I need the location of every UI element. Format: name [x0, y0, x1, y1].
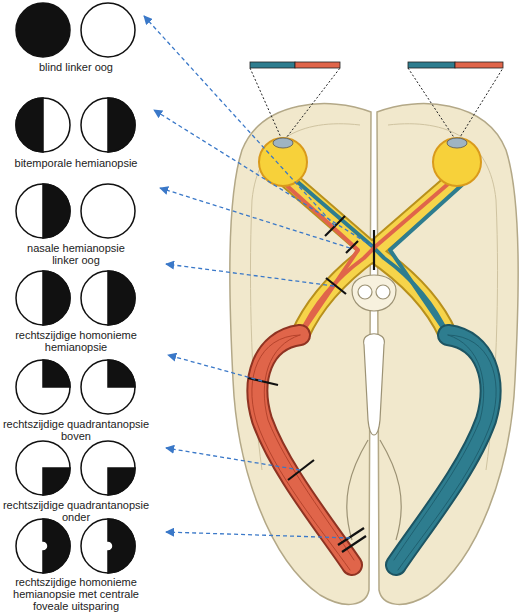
visual-field-circles-path: [108, 468, 135, 495]
leader-arrows-line: [160, 188, 350, 248]
defect-label: bitemporale hemianopsie: [1, 157, 151, 169]
lesion-marks-line: [248, 378, 278, 385]
visual-field-circles-circle: [81, 3, 135, 57]
optic-radiation-left-path: [264, 335, 354, 560]
visual-field-bars-path: [250, 68, 503, 142]
visual-field-bars-rect: [455, 62, 503, 68]
visual-field-circles-path: [43, 360, 70, 387]
visual-field-circles-circle: [16, 519, 70, 573]
midbrain-path: [380, 440, 401, 540]
optic-radiation-right: [394, 335, 496, 570]
lesion-marks-line: [342, 536, 366, 552]
optic-radiation-right-path: [396, 335, 490, 565]
visual-field-circles-path: [108, 271, 135, 325]
visual-field-bars-rect: [250, 62, 295, 68]
optic-pathway-path: [285, 184, 358, 335]
visual-field-circles: [16, 3, 135, 573]
visual-field-circles-circle: [16, 3, 70, 57]
visual-field-circles-circle: [16, 360, 70, 414]
eyes-ellipse: [447, 138, 467, 148]
defect-label: rechtszijdige quadrantanopsie onder: [0, 499, 156, 523]
visual-field-circles-path: [108, 98, 135, 152]
lesion-marks-line: [338, 528, 364, 545]
visual-field-bars-rect: [408, 62, 455, 68]
visual-field-circles-path: [43, 184, 70, 238]
optic-radiation-right-path: [394, 335, 484, 560]
leader-arrows-line: [154, 110, 372, 246]
visual-field-circles-circle: [81, 98, 135, 152]
visual-field-circles-circle: [81, 271, 135, 325]
visual-field-circles-circle: [16, 271, 70, 325]
leader-arrows: [144, 16, 372, 538]
visual-field-circles-path: [43, 519, 70, 573]
leader-arrows-line: [166, 264, 334, 286]
visual-field-circles-circle: [81, 441, 135, 495]
leader-arrows-line: [166, 532, 350, 538]
optic-radiation-left: [252, 335, 354, 570]
defect-label: rechtszijdige homonieme hemianopsie met …: [6, 576, 146, 612]
visual-field-circles-circle: [16, 184, 70, 238]
optic-radiation-left-path: [258, 335, 352, 565]
brain-inner: [250, 124, 497, 470]
lesion-marks-line: [326, 278, 346, 294]
visual-field-circles-path: [108, 360, 135, 387]
visual-field-bars: [250, 62, 503, 142]
optic-radiation-right-path: [396, 335, 490, 565]
eyes-ellipse: [273, 138, 293, 148]
leader-arrows-line: [144, 16, 335, 226]
visual-field-circles-circle: [16, 98, 70, 152]
optic-radiation-left-path: [252, 335, 350, 570]
lesion-marks-line: [373, 230, 375, 270]
defect-label: rechtszijdige homonieme hemianopsie: [6, 329, 146, 353]
brain-section-path: [377, 104, 518, 605]
leader-arrows-line: [168, 355, 262, 381]
visual-field-circles-path: [43, 271, 70, 325]
optic-radiation-left-path: [258, 335, 352, 565]
midbrain-path: [364, 334, 385, 435]
defect-label: blind linker oog: [1, 61, 151, 73]
defect-label: rechtszijdige quadrantanopsie boven: [0, 418, 156, 442]
lesion-marks-line: [288, 460, 314, 480]
visual-field-circles-path: [108, 519, 135, 573]
leader-arrows-line: [166, 448, 300, 470]
midbrain-circle: [358, 285, 372, 299]
optic-radiation-right-path: [398, 335, 496, 570]
brain-section: [230, 104, 518, 605]
visual-field-circles-path: [43, 468, 70, 495]
brain-section-path: [230, 104, 371, 605]
midbrain: [347, 275, 401, 540]
optic-pathway: [285, 178, 463, 335]
visual-field-circles-circle: [16, 441, 70, 495]
eyes-circle: [433, 138, 481, 186]
visual-field-circles-circle: [81, 360, 135, 414]
visual-field-circles-circle: [81, 184, 135, 238]
optic-pathway-path: [390, 184, 463, 335]
visual-field-circles-path: [16, 98, 43, 152]
lesion-marks: [248, 216, 374, 552]
defect-label: nasale hemianopsie linker oog: [21, 242, 131, 266]
visual-field-circles-circle: [81, 519, 135, 573]
visual-field-bars-rect: [295, 62, 340, 68]
eyes-circle: [259, 138, 307, 186]
midbrain-path: [347, 440, 368, 540]
midbrain-path: [352, 275, 396, 311]
midbrain-circle: [376, 285, 390, 299]
